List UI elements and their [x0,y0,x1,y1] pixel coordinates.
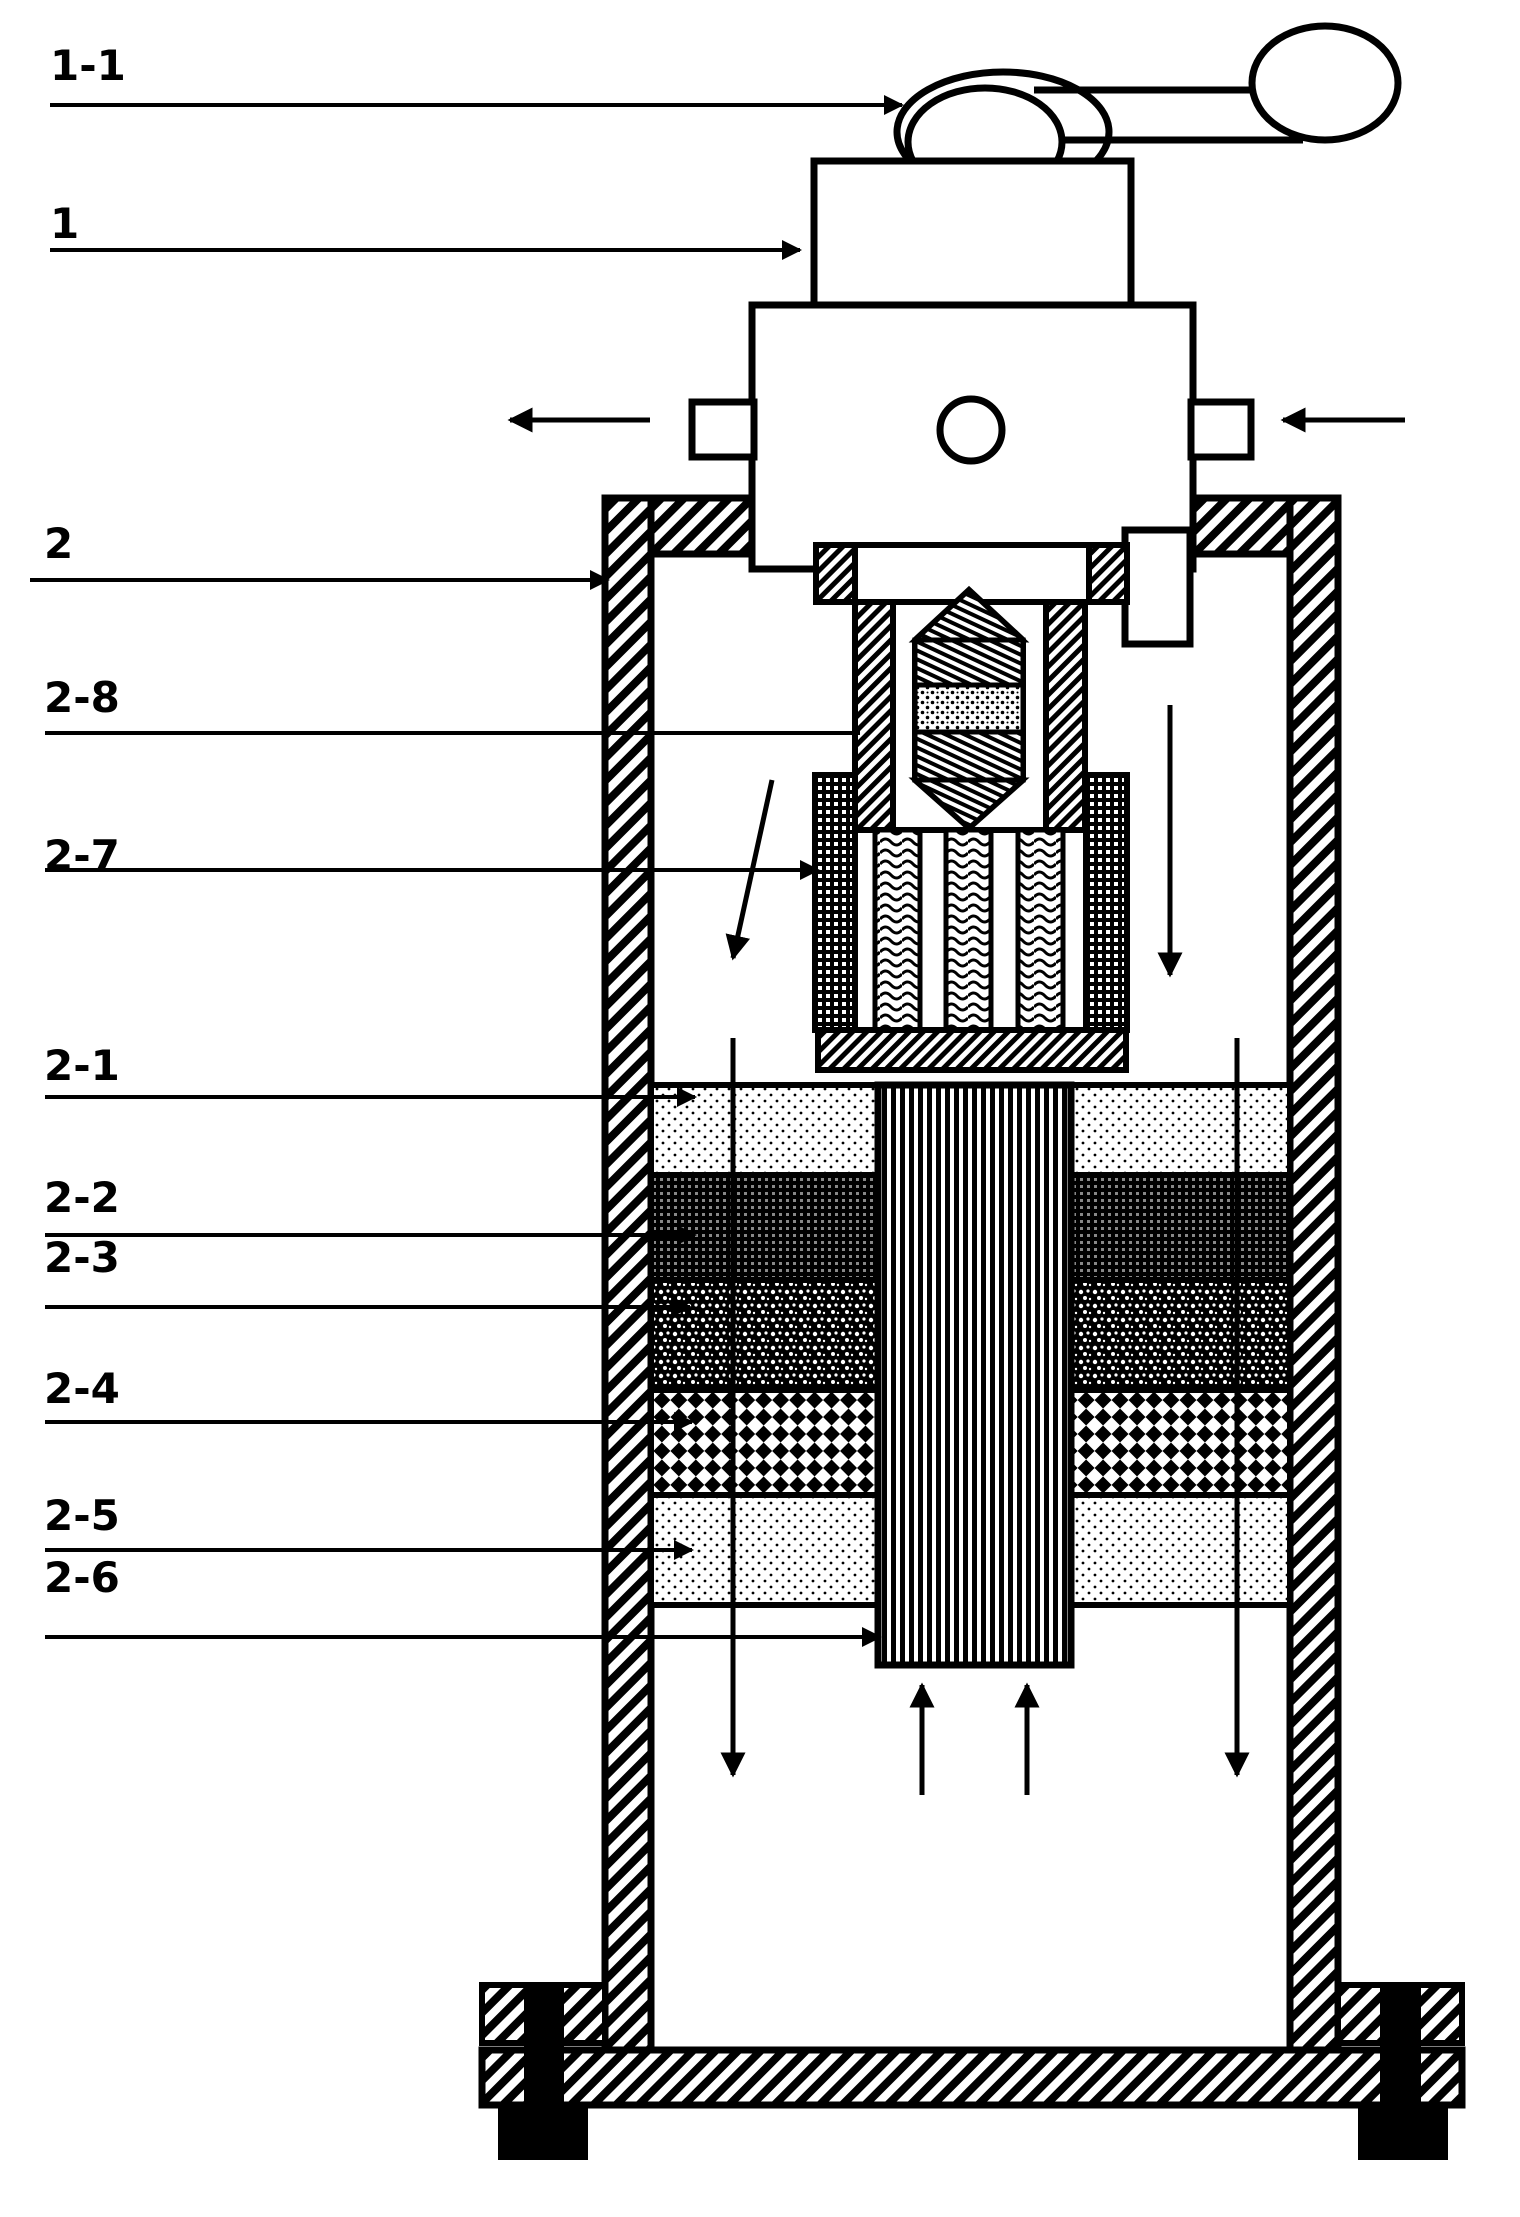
label-2-8: 2-8 [44,673,120,722]
label-2-2: 2-2 [44,1173,120,1222]
flow-arrows [507,407,1405,1795]
label-2-3: 2-3 [44,1233,120,1282]
secondary-filter-housing [812,772,1130,1073]
prefilter-cartridge [852,585,1088,835]
leader-lines [30,95,904,1647]
outer-casing [601,494,1342,2054]
label-2: 2 [44,519,73,568]
pump-body [688,157,1255,573]
label-2-5: 2-5 [44,1491,120,1540]
label-2-6: 2-6 [44,1553,120,1602]
central-membrane-column [874,1081,1075,1669]
part-labels: 1-1 1 2 2-8 2-7 2-1 2-2 2-3 2-4 2-5 2-6 [44,41,126,1602]
base-plate [478,1982,1466,2160]
label-2-1: 2-1 [44,1041,120,1090]
label-1-1: 1-1 [50,41,126,90]
label-1: 1 [50,199,79,248]
label-2-4: 2-4 [44,1364,120,1413]
label-2-7: 2-7 [44,831,120,880]
